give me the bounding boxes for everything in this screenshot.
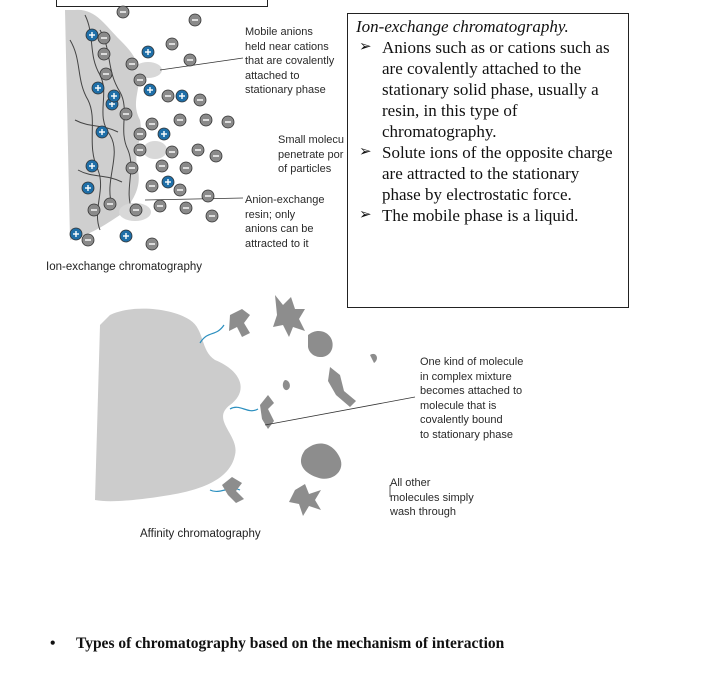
box-bullet-item: ➢ Anions such as or cations such as are c… (356, 37, 620, 142)
label-line: resin; only (245, 208, 296, 221)
label-line: attached to (245, 69, 300, 82)
box-bullet-text: The mobile phase is a liquid. (382, 206, 579, 225)
label-line: Mobile anions (245, 26, 313, 38)
bullet-dot-icon: • (50, 635, 56, 652)
ion-exchange-text-box: Ion-exchange chromatography. ➢ Anions suc… (347, 13, 629, 308)
label-anion-resin: Anion-exchange resin; only anions can be… (245, 193, 325, 251)
label-line: Small molecu (278, 134, 345, 146)
label-mobile-anions: Mobile anions held near cations that are… (245, 25, 334, 98)
label-line: molecule that is (420, 399, 497, 412)
label-line: covalently bound (420, 414, 503, 426)
label-line: wash through (390, 506, 457, 518)
label-line: of particles (278, 163, 332, 175)
label-line: Anion-exchange (245, 194, 325, 206)
label-small-molecules: Small molecu penetrate por of particles (278, 133, 344, 177)
label-line: held near cations (245, 40, 329, 53)
arrow-bullet-icon: ➢ (359, 39, 372, 55)
box-title: Ion-exchange chromatography. (356, 17, 569, 36)
top-frame-edge (56, 0, 268, 7)
label-one-molecule: One kind of molecule in complex mixture … (420, 355, 523, 442)
label-line: One kind of molecule (420, 356, 524, 368)
label-line: penetrate por (278, 148, 344, 161)
ion-exchange-caption: Ion-exchange chromatography (46, 261, 202, 273)
arrow-bullet-icon: ➢ (359, 207, 372, 223)
bottom-bullet: • Types of chromatography based on the me… (50, 635, 504, 653)
box-bullet-item: ➢ The mobile phase is a liquid. (356, 205, 620, 226)
label-line: stationary phase (245, 84, 326, 96)
box-bullet-text: Anions such as or cations such as are co… (382, 38, 610, 141)
box-bullet-list: ➢ Anions such as or cations such as are c… (356, 37, 620, 226)
arrow-bullet-icon: ➢ (359, 144, 372, 160)
box-bullet-item: ➢ Solute ions of the opposite charge are … (356, 142, 620, 205)
ion-exchange-diagram (65, 5, 244, 251)
label-line: to stationary phase (420, 428, 513, 441)
bottom-bullet-text: Types of chromatography based on the mec… (76, 635, 505, 652)
label-line: in complex mixture (420, 370, 512, 383)
label-line: molecules simply (390, 491, 474, 504)
label-line: becomes attached to (420, 385, 523, 397)
label-line: All other (390, 477, 431, 489)
label-line: that are covalently (245, 55, 335, 67)
box-bullet-text: Solute ions of the opposite charge are a… (382, 143, 613, 204)
affinity-caption: Affinity chromatography (140, 528, 261, 540)
label-line: attracted to it (245, 237, 309, 250)
label-wash-through: All other molecules simply wash through (390, 476, 474, 520)
affinity-diagram (95, 295, 416, 516)
label-line: anions can be (245, 223, 314, 235)
